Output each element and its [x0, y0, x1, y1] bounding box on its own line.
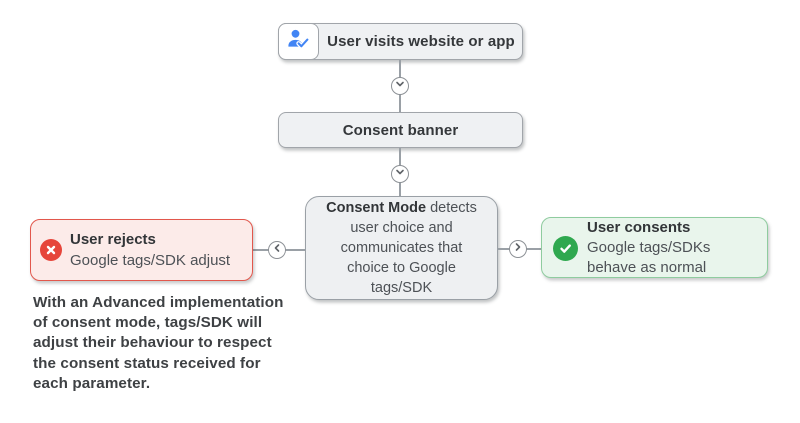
chevron-right-icon: [512, 240, 524, 258]
user-consents-text: User consents Google tags/SDKs behave as…: [587, 218, 710, 277]
user-rejects-subtitle: Google tags/SDK adjust: [70, 252, 231, 269]
note-line: With an Advanced implementation: [33, 294, 284, 311]
user-rejects-text: User rejects Google tags/SDK adjust: [70, 220, 230, 280]
chevron-left-icon: [271, 241, 283, 259]
user-visits-label: User visits website or app: [327, 33, 515, 50]
check-circle-icon: [553, 236, 578, 261]
user-consents-line2: behave as normal: [587, 258, 707, 276]
note-line: each parameter.: [33, 374, 151, 392]
user-rejects-title: User rejects: [70, 231, 156, 248]
consent-mode-bold: Consent Mode: [326, 200, 427, 216]
consent-banner-label: Consent banner: [342, 121, 459, 139]
connector-node-1: [391, 77, 409, 95]
user-icon-cell: [277, 22, 319, 60]
consent-mode-line: Consent Mode detects: [306, 198, 497, 218]
advanced-implementation-note: With an Advanced implementation of conse…: [33, 293, 284, 394]
chevron-down-icon: [394, 77, 406, 95]
consent-banner-box: Consent banner: [278, 112, 523, 148]
user-consents-line1: Google tags/SDKs: [587, 238, 711, 256]
note-line: the consent status received for: [33, 354, 261, 372]
note-line: adjust their behaviour to respect: [33, 334, 272, 352]
consent-mode-rest: detects: [426, 200, 477, 216]
x-circle-icon: [40, 239, 62, 261]
connector-node-2: [391, 165, 409, 183]
chevron-down-icon: [394, 165, 406, 183]
connector-node-right: [509, 240, 527, 258]
consent-mode-line: choice to Google: [347, 260, 456, 276]
consent-mode-box: Consent Mode detects user choice and com…: [305, 196, 498, 300]
consent-mode-line: communicates that: [340, 240, 463, 256]
user-check-icon: [286, 27, 310, 56]
user-visits-box: User visits website or app: [277, 22, 523, 60]
user-rejects-box: User rejects Google tags/SDK adjust: [30, 219, 253, 281]
consent-mode-line: user choice and: [350, 220, 453, 236]
note-line: of consent mode, tags/SDK will: [33, 314, 263, 332]
user-consents-box: User consents Google tags/SDKs behave as…: [541, 217, 768, 278]
consent-mode-line: tags/SDK: [370, 280, 433, 296]
user-consents-title: User consents: [587, 218, 691, 236]
connector-node-left: [268, 241, 286, 259]
